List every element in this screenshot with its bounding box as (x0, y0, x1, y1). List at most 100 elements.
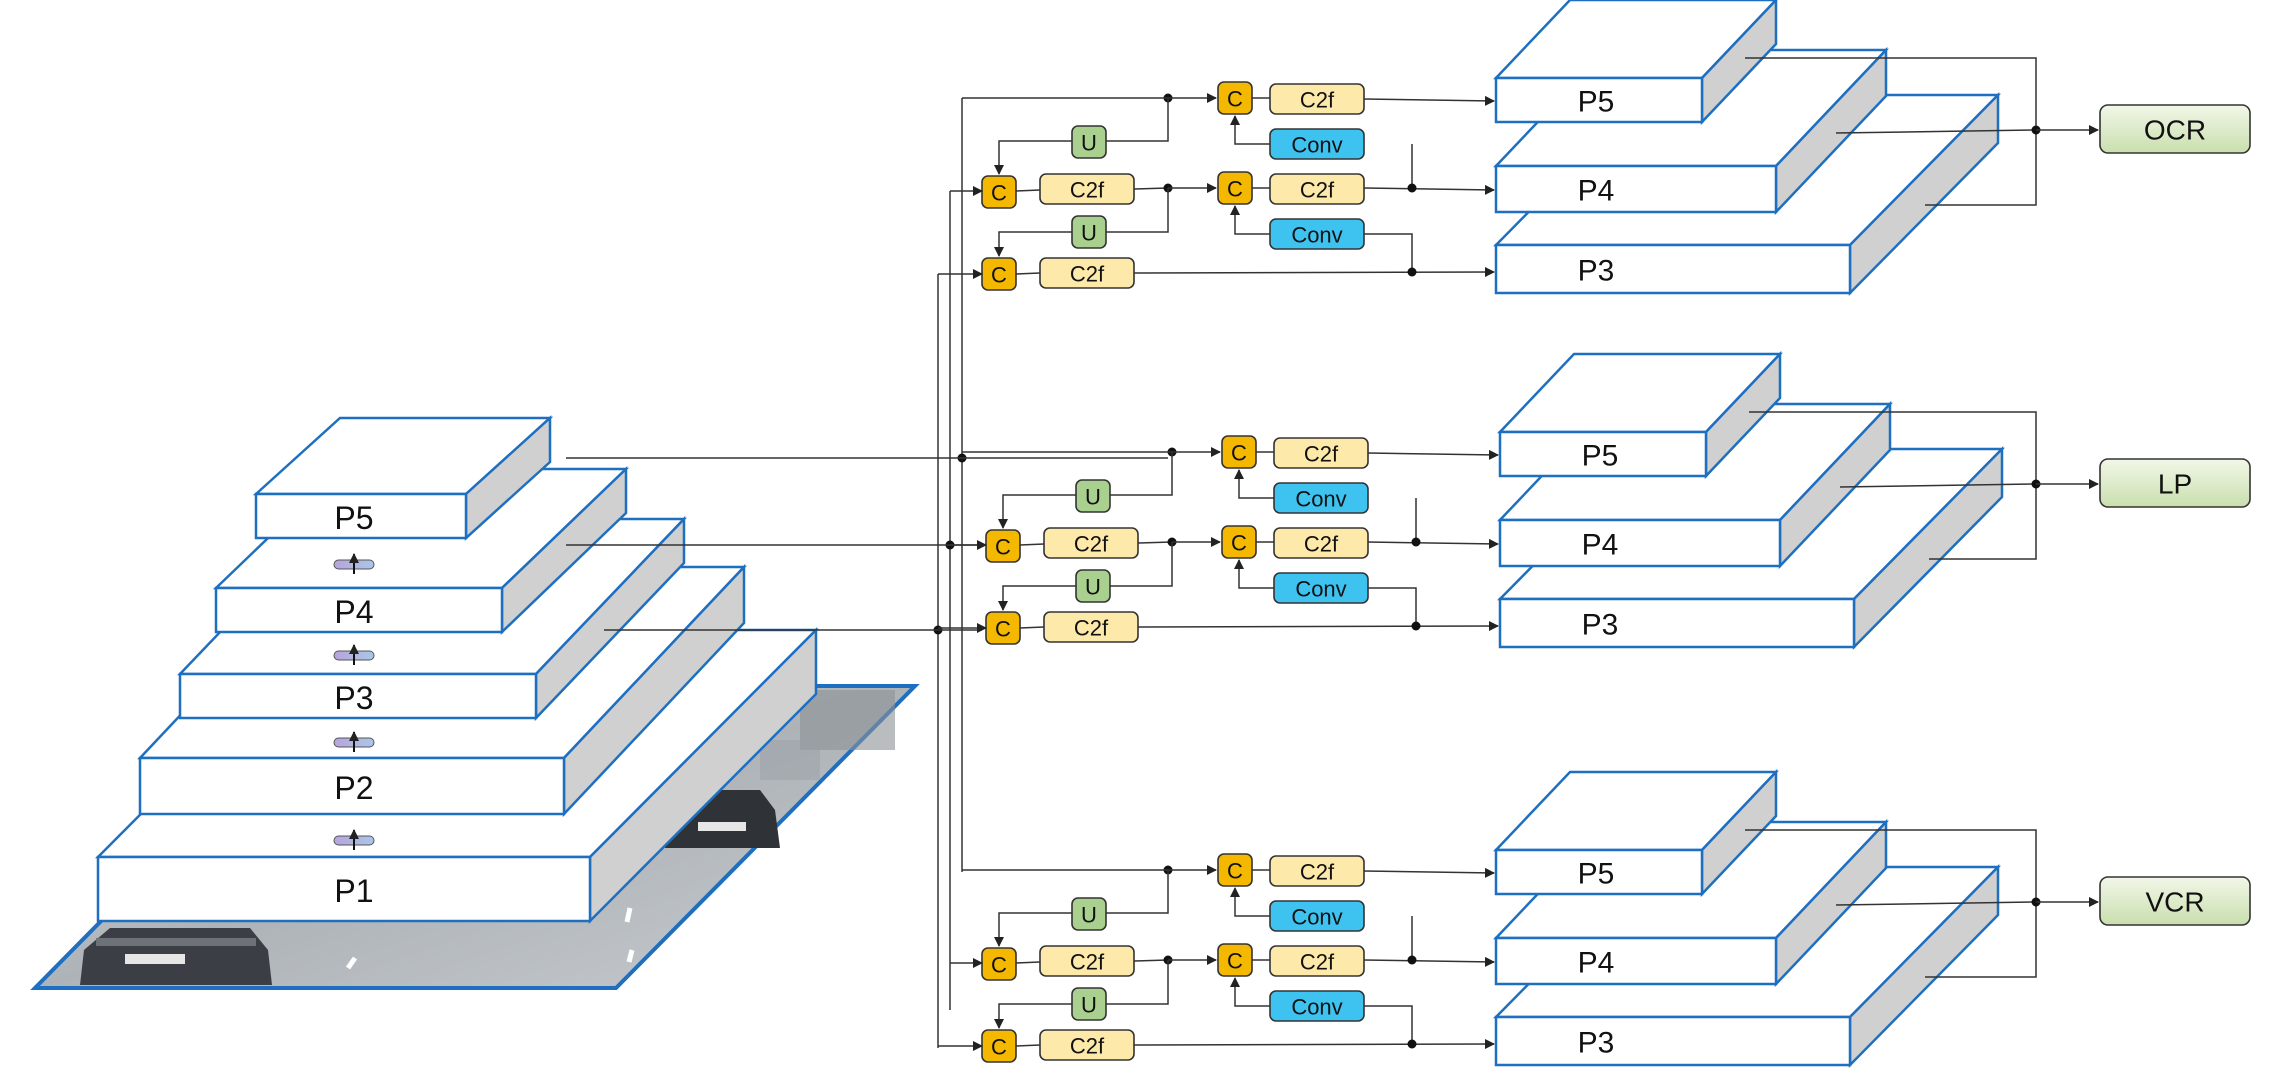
concat-block-label: C (1227, 949, 1243, 974)
connector-line (1835, 901, 2037, 906)
c2f-block-label: C2f (1300, 88, 1335, 113)
upsample-block-label: U (1081, 993, 1097, 1018)
conv-block-label: Conv (1291, 905, 1342, 930)
connector-line (1234, 559, 1274, 589)
junction-dot (1407, 955, 1417, 965)
concat-block-label: C (995, 617, 1011, 642)
slab-front (254, 492, 468, 540)
slab-front (1494, 1015, 1852, 1067)
slab-front (1494, 243, 1852, 295)
connector-line (994, 231, 1072, 257)
concat-block: C (981, 1029, 1017, 1063)
concat-block: C (1221, 435, 1257, 469)
connector-line (1230, 205, 1270, 235)
concat-block-label: C (1231, 441, 1247, 466)
c2f-block-label: C2f (1304, 532, 1339, 557)
output-lp: LP (2099, 458, 2251, 508)
head-slab-p5: P5 (1493, 0, 1778, 126)
concat-block: C (981, 175, 1017, 209)
connector-line (1110, 452, 1173, 496)
output-label: VCR (2145, 887, 2204, 918)
concat-block-label: C (995, 535, 1011, 560)
c2f-block: C2f (1273, 437, 1369, 469)
upsample-block: U (1071, 897, 1107, 931)
connector-line (1137, 621, 1499, 632)
head-slab-p5: P5 (1493, 768, 1779, 898)
slab-front (1494, 848, 1704, 896)
concat-block-label: C (1227, 87, 1243, 112)
connector-line (1839, 483, 2037, 488)
slab-label: P3 (1578, 255, 1615, 288)
conv-block-label: Conv (1291, 133, 1342, 158)
connector-line (1230, 977, 1270, 1007)
slab-label: P4 (334, 594, 373, 630)
c2f-block: C2f (1039, 945, 1135, 977)
connector-line (994, 1003, 1072, 1029)
connector-line (1137, 541, 1173, 544)
connector-line (1363, 867, 1495, 878)
c2f-block: C2f (1273, 527, 1369, 559)
up-arrow-icon (333, 553, 375, 574)
junction-dot (1407, 267, 1417, 277)
concat-block: C (1217, 171, 1253, 205)
connector-line (1019, 543, 1045, 546)
c2f-block: C2f (1269, 855, 1365, 887)
concat-block-label: C (1231, 531, 1247, 556)
concat-block-label: C (991, 1035, 1007, 1060)
upsample-block-label: U (1081, 131, 1097, 156)
concat-block: C (985, 611, 1021, 645)
output-label: OCR (2144, 115, 2206, 146)
c2f-block-label: C2f (1074, 616, 1109, 641)
conv-block: Conv (1269, 990, 1365, 1022)
connector-line (1230, 887, 1270, 917)
connector-line (1835, 129, 2037, 134)
upsample-block: U (1075, 479, 1111, 513)
connector-line (1106, 188, 1169, 233)
output-label: LP (2158, 469, 2192, 500)
connector-line (998, 494, 1076, 529)
slab-label: P5 (1578, 86, 1615, 119)
slab-front (1498, 430, 1708, 478)
slab-label: P5 (334, 500, 373, 536)
up-arrow-icon (333, 829, 375, 850)
connector-line (1363, 95, 1495, 106)
upsample-block: U (1075, 569, 1111, 603)
conv-block: Conv (1269, 900, 1365, 932)
c2f-block: C2f (1269, 945, 1365, 977)
conv-block-label: Conv (1295, 577, 1346, 602)
upsample-block-label: U (1085, 575, 1101, 600)
c2f-block: C2f (1039, 173, 1135, 205)
slab-label: P1 (334, 873, 373, 909)
conv-block-label: Conv (1291, 995, 1342, 1020)
concat-block-label: C (1227, 177, 1243, 202)
connector-line (1106, 960, 1169, 1005)
slab-label: P3 (334, 680, 373, 716)
connector-line (1368, 587, 1417, 626)
c2f-block: C2f (1269, 173, 1365, 205)
connector-line (1364, 1005, 1413, 1044)
slab-front (214, 586, 504, 634)
concat-block: C (1217, 853, 1253, 887)
slab-label: P3 (1578, 1027, 1615, 1060)
c2f-block: C2f (1039, 1029, 1135, 1061)
junction-dot (1411, 621, 1421, 631)
slab-front (1494, 76, 1704, 124)
connector-line (1019, 626, 1045, 629)
upsample-block-label: U (1081, 221, 1097, 246)
slab-front (1498, 597, 1856, 649)
concat-block-label: C (991, 181, 1007, 206)
upsample-block: U (1071, 987, 1107, 1021)
concat-block-label: C (1227, 859, 1243, 884)
concat-block-label: C (991, 263, 1007, 288)
slab-front (96, 855, 592, 923)
c2f-block-label: C2f (1070, 1034, 1105, 1059)
slab-label: P4 (1582, 529, 1619, 562)
slab-label: P3 (1582, 609, 1619, 642)
connector-line (998, 585, 1076, 611)
concat-block: C (1221, 525, 1257, 559)
c2f-block-label: C2f (1070, 178, 1105, 203)
slab-label: P2 (334, 770, 373, 806)
head-slab-p5: P5 (1497, 350, 1783, 480)
junction-dot (1407, 183, 1417, 193)
